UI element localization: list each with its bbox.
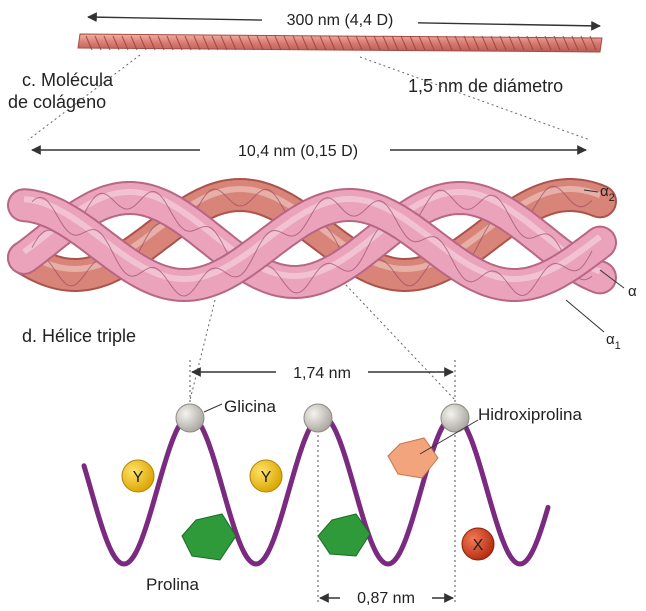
alpha1-leader <box>566 300 604 332</box>
chain-section: 1,74 nm 0,87 nm Glicina Hidroxiprolina Y… <box>84 360 582 608</box>
molecule-section: 300 nm (4,4 D) c. Molécula de colágeno 1… <box>8 8 602 140</box>
residue-x: X <box>462 528 494 560</box>
helix-chain-alpha-label: α <box>628 283 637 300</box>
zoom-line-helix-right <box>346 285 455 400</box>
helix-strands <box>24 186 600 296</box>
residue-y-1-letter: Y <box>133 469 144 486</box>
proline-label: Prolina <box>146 575 199 594</box>
molecule-section-label-2: de colágeno <box>8 92 106 112</box>
residue-y-1: Y <box>122 460 154 492</box>
glycine-leader <box>204 404 222 412</box>
residue-y-2: Y <box>250 460 282 492</box>
hydroxyproline-pentagon <box>388 438 438 478</box>
hydroxyproline-label: Hidroxiprolina <box>478 405 582 424</box>
molecule-diameter-label: 1,5 nm de diámetro <box>408 76 563 96</box>
zoom-line-right <box>360 57 590 140</box>
molecule-length-label: 300 nm (4,4 D) <box>287 12 394 29</box>
residue-x-letter: X <box>473 537 484 554</box>
zoom-line-helix-left <box>190 300 215 400</box>
molecule-section-label-1: c. Molécula <box>22 70 114 90</box>
proline-pentagon-1 <box>182 514 236 560</box>
glycine-sphere-2 <box>304 404 332 432</box>
period-label: 1,74 nm <box>293 365 351 382</box>
residue-y-2-letter: Y <box>261 469 272 486</box>
glycine-label: Glicina <box>224 397 277 416</box>
helix-section-label: d. Hélice triple <box>22 326 136 346</box>
helix-chain-alpha1-label: α1 <box>606 331 621 352</box>
half-period-label: 0,87 nm <box>357 590 415 607</box>
helix-length-label: 10,4 nm (0,15 D) <box>238 143 358 160</box>
glycine-sphere-1 <box>176 404 204 432</box>
